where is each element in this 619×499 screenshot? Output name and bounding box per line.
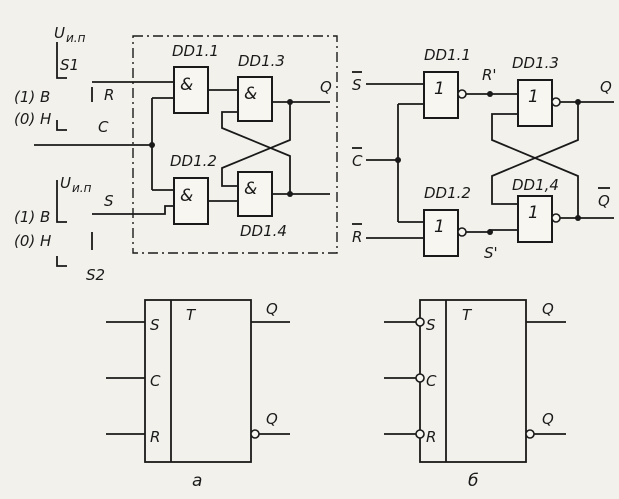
node-r-prime-label: R'	[482, 66, 497, 84]
gate-dd12-symbol: &	[180, 186, 193, 206]
pos-b-bottom: (1) B	[14, 208, 50, 226]
pos-h-bottom: (0) H	[14, 232, 51, 250]
pos-h-top: (0) H	[14, 110, 51, 128]
symbol-a-inverse-bubble	[250, 429, 260, 439]
pos-b-top: (1) B	[14, 88, 50, 106]
gate-dd12-b-inverter	[457, 227, 467, 237]
symbol-a-label-q: Q	[266, 300, 278, 318]
switch-s1-upper-contact	[56, 42, 67, 79]
gate-dd14	[237, 171, 273, 217]
symbol-b-bubble-s	[415, 317, 425, 327]
output-q-label-b: Q	[600, 78, 612, 96]
gate-dd14-name: DD1.4	[240, 222, 287, 240]
wire-feedback-qbar-b	[491, 113, 579, 218]
symbol-b-label-q2: Q	[542, 410, 554, 428]
junction-r-prime	[487, 91, 493, 97]
gate-dd11-b-symbol: 1	[434, 79, 445, 99]
symbol-b-bubble-c	[415, 373, 425, 383]
gate-dd11-b-inverter	[457, 89, 467, 99]
switch-s2-upper-contact	[56, 180, 67, 223]
gate-dd13-name: DD1.3	[238, 52, 285, 70]
gate-dd11-name: DD1.1	[172, 42, 219, 60]
symbol-b-caption: б	[468, 471, 478, 491]
gate-dd12-b-name: DD1.2	[424, 184, 471, 202]
input-r-bar-label: R	[352, 228, 362, 246]
symbol-b-bubble-r	[415, 429, 425, 439]
symbol-a-caption: а	[192, 471, 202, 491]
supply-label-bottom: U	[60, 174, 71, 192]
gate-dd12	[173, 177, 209, 225]
supply-label-top: U	[54, 24, 65, 42]
schematic-b: S C R 1 DD1.1 1 DD1.2 1 DD1.3 1 DD1,4 R	[352, 46, 614, 262]
supply-sub-bottom: и.п	[72, 181, 92, 195]
gate-dd13	[237, 76, 273, 122]
junction-c	[149, 142, 155, 148]
gate-dd11-b-name: DD1.1	[424, 46, 471, 64]
symbol-a-label-s: S	[150, 316, 160, 334]
supply-sub-top: и.п	[66, 31, 86, 45]
gate-dd13-b	[517, 79, 553, 127]
chip-boundary	[132, 35, 338, 254]
symbol-a-type: T	[186, 306, 197, 324]
gate-dd14-b	[517, 195, 553, 243]
gate-dd11-b	[423, 71, 459, 119]
input-r-label: R	[104, 86, 114, 104]
symbol-a-label-r: R	[150, 428, 160, 446]
symbol-a-label-q2: Q	[266, 410, 278, 428]
junction-s-prime	[487, 229, 493, 235]
gate-dd13-b-symbol: 1	[528, 87, 539, 107]
symbol-a-label-c: C	[150, 372, 161, 390]
switch-s2-lower-contact	[56, 256, 67, 267]
gate-dd14-symbol: &	[244, 179, 257, 199]
gate-dd13-b-inverter	[551, 97, 561, 107]
symbol-b-label-r: R	[426, 428, 436, 446]
symbol-b: S C R T Q Q б	[384, 299, 566, 491]
wire-s-to-dd12	[92, 205, 174, 215]
input-c-bar-label: C	[352, 152, 363, 170]
gate-dd12-name: DD1.2	[170, 152, 217, 170]
output-q-label: Q	[320, 78, 332, 96]
gate-dd13-symbol: &	[244, 84, 257, 104]
symbol-b-type: T	[462, 306, 473, 324]
input-s-bar-label: S	[352, 76, 362, 94]
gate-dd14-b-inverter	[551, 213, 561, 223]
wire-feedback-qbar	[221, 111, 291, 194]
symbol-b-label-s: S	[426, 316, 436, 334]
output-qbar-label-b: Q	[598, 192, 610, 210]
switch-s2-label: S2	[86, 266, 105, 284]
symbol-a: S C R T Q Q а	[106, 299, 290, 491]
wire-feedback-q-b	[491, 102, 579, 205]
switch-s1-label: S1	[60, 56, 79, 74]
symbol-a-body	[144, 299, 252, 463]
input-s-label: S	[104, 192, 114, 210]
junction-c-b	[395, 157, 401, 163]
symbol-b-inverse-bubble	[525, 429, 535, 439]
input-c-label: C	[98, 118, 109, 136]
gate-dd11-symbol: &	[180, 75, 193, 95]
wire-feedback-q	[221, 102, 291, 187]
switch-s1-lower-contact	[56, 120, 67, 131]
gate-dd14-b-name: DD1,4	[512, 176, 559, 194]
symbol-b-label-c: C	[426, 372, 437, 390]
node-s-prime-label: S'	[484, 244, 498, 262]
gate-dd12-b-symbol: 1	[434, 217, 445, 237]
gate-dd14-b-symbol: 1	[528, 203, 539, 223]
schematic-a: U и.п S1 (1) B (0) H R C U и.п (1) B S (…	[14, 24, 338, 284]
gate-dd13-b-name: DD1.3	[512, 54, 559, 72]
symbol-b-label-q: Q	[542, 300, 554, 318]
